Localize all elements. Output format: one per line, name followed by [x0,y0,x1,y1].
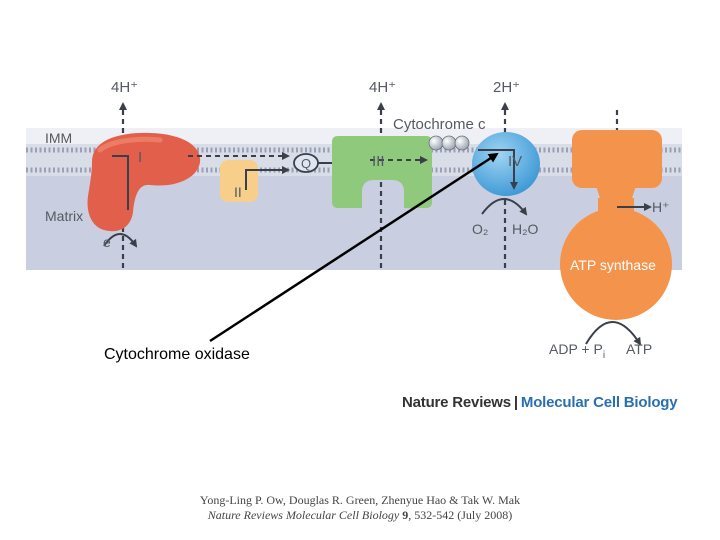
cytochrome-oxidase-annotation: Cytochrome oxidase [104,346,250,363]
oxygen-label: O₂ [472,221,488,237]
adp-pi-label: ADP + Pi [549,341,605,361]
journal-branding: Nature Reviews|Molecular Cell Biology [402,394,678,411]
complex-iii-label: III [372,153,385,170]
matrix-electron-arrow [103,233,138,248]
proton-label-left: 4H⁺ [111,79,138,96]
complex-iv-electron-path [478,149,518,190]
journal-name-right: Molecular Cell Biology [520,394,678,411]
citation-pages: , 532-542 (July 2008) [408,508,513,522]
citation: Yong-Ling P. Ow, Douglas R. Green, Zheny… [160,493,560,523]
water-label: H₂O [512,221,539,237]
citation-authors: Yong-Ling P. Ow, Douglas R. Green, Zheny… [199,493,521,507]
annotation-arrow [209,152,499,343]
cytochrome-c-label: Cytochrome c [393,116,486,133]
proton-in-label: H⁺ [652,199,670,215]
complex-iii [332,136,432,208]
citation-volume: 9 [402,508,409,522]
citation-journal: Nature Reviews Molecular Cell Biology [207,508,400,522]
complex-iv-label: IV [508,153,522,170]
journal-separator: | [513,394,518,411]
atp-synthase-label: ATP synthase [570,257,656,273]
complex-iv [472,132,540,196]
cytochrome-c-ball [454,135,470,151]
proton-label-right: 2H⁺ [493,79,520,96]
cytochrome-c-ball [428,135,444,151]
complex-i-electron-path [112,155,129,210]
journal-name-left: Nature Reviews [402,394,511,411]
complex-ii-label: II [234,184,242,200]
imm-label: IMM [45,130,72,146]
matrix-label: Matrix [45,208,83,224]
electron-label: e [103,234,111,250]
atp-production-arrow [585,321,642,346]
oxygen-reduction-arrow [481,198,528,216]
cytochrome-c-ball [441,135,457,151]
proton-label-mid: 4H⁺ [369,79,396,96]
complex-i [87,132,201,232]
complex-i-label: I [138,149,142,166]
citation-source: Nature Reviews Molecular Cell Biology 9,… [160,508,560,523]
quinone-label: Q [301,156,311,171]
atp-label: ATP [626,341,652,357]
complex-ii-electron-path [245,166,290,190]
atp-synthase [560,130,672,320]
